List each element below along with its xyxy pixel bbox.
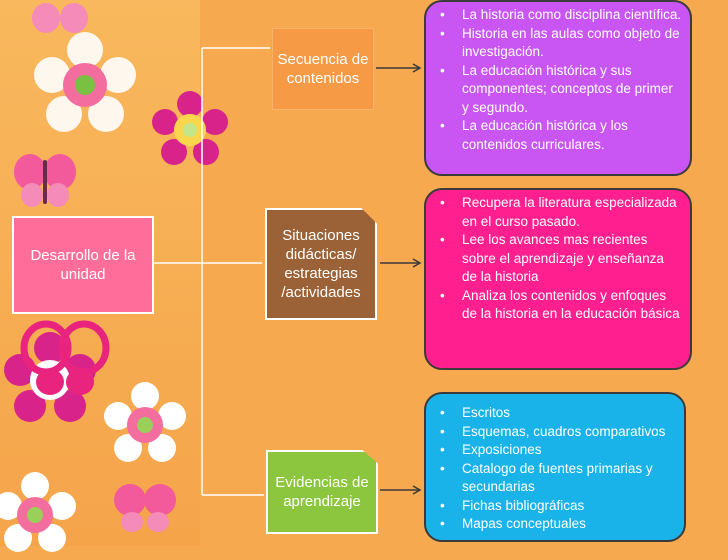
list-item: La historia como disciplina científica. [436,6,682,25]
list-item: Catalogo de fuentes primarias y secundar… [436,460,676,497]
branch-secuencia: Secuencia de contenidos [272,28,374,110]
list-item: La educación histórica y los contenidos … [436,117,682,154]
butterfly-icon [114,484,176,532]
branch-situaciones: Situaciones didácticas/ estrategias /act… [265,208,377,320]
branch-label: Situaciones didácticas/ estrategias /act… [281,227,361,301]
list-item: Mapas conceptuales [436,515,676,534]
flower-icon [152,91,228,165]
butterfly-icon [32,3,88,33]
flower-icon [104,382,186,462]
root-node: Desarrollo de la unidad [12,216,154,314]
list-situaciones: Recupera la literatura especializada en … [424,188,692,370]
list-item: Historia en las aulas como objeto de inv… [436,25,682,62]
butterfly-icon [14,154,76,207]
list-secuencia: La historia como disciplina científica. … [424,0,692,176]
branch-evidencias: Evidencias de aprendizaje [266,450,378,534]
branch-label: Secuencia de contenidos [277,51,369,87]
butterfly-icon [20,320,110,395]
list-item: Recupera la literatura especializada en … [436,194,682,231]
flower-icon [0,472,76,552]
list-item: Lee los avances mas recientes sobre el a… [436,231,682,287]
connector-lines [154,47,422,496]
branch-label: Evidencias de aprendizaje [275,474,369,510]
list-evidencias: Escritos Esquemas, cuadros comparativos … [424,392,686,542]
list-item: Escritos [436,404,676,423]
list-item: La educación histórica y sus componentes… [436,62,682,118]
list-item: Fichas bibliográficas [436,497,676,516]
list-item: Analiza los contenidos y enfoques de la … [436,287,682,324]
list-item: Exposiciones [436,441,676,460]
list-item: Esquemas, cuadros comparativos [436,423,676,442]
root-label: Desarrollo de la unidad [30,247,136,283]
flower-icon [34,32,136,132]
